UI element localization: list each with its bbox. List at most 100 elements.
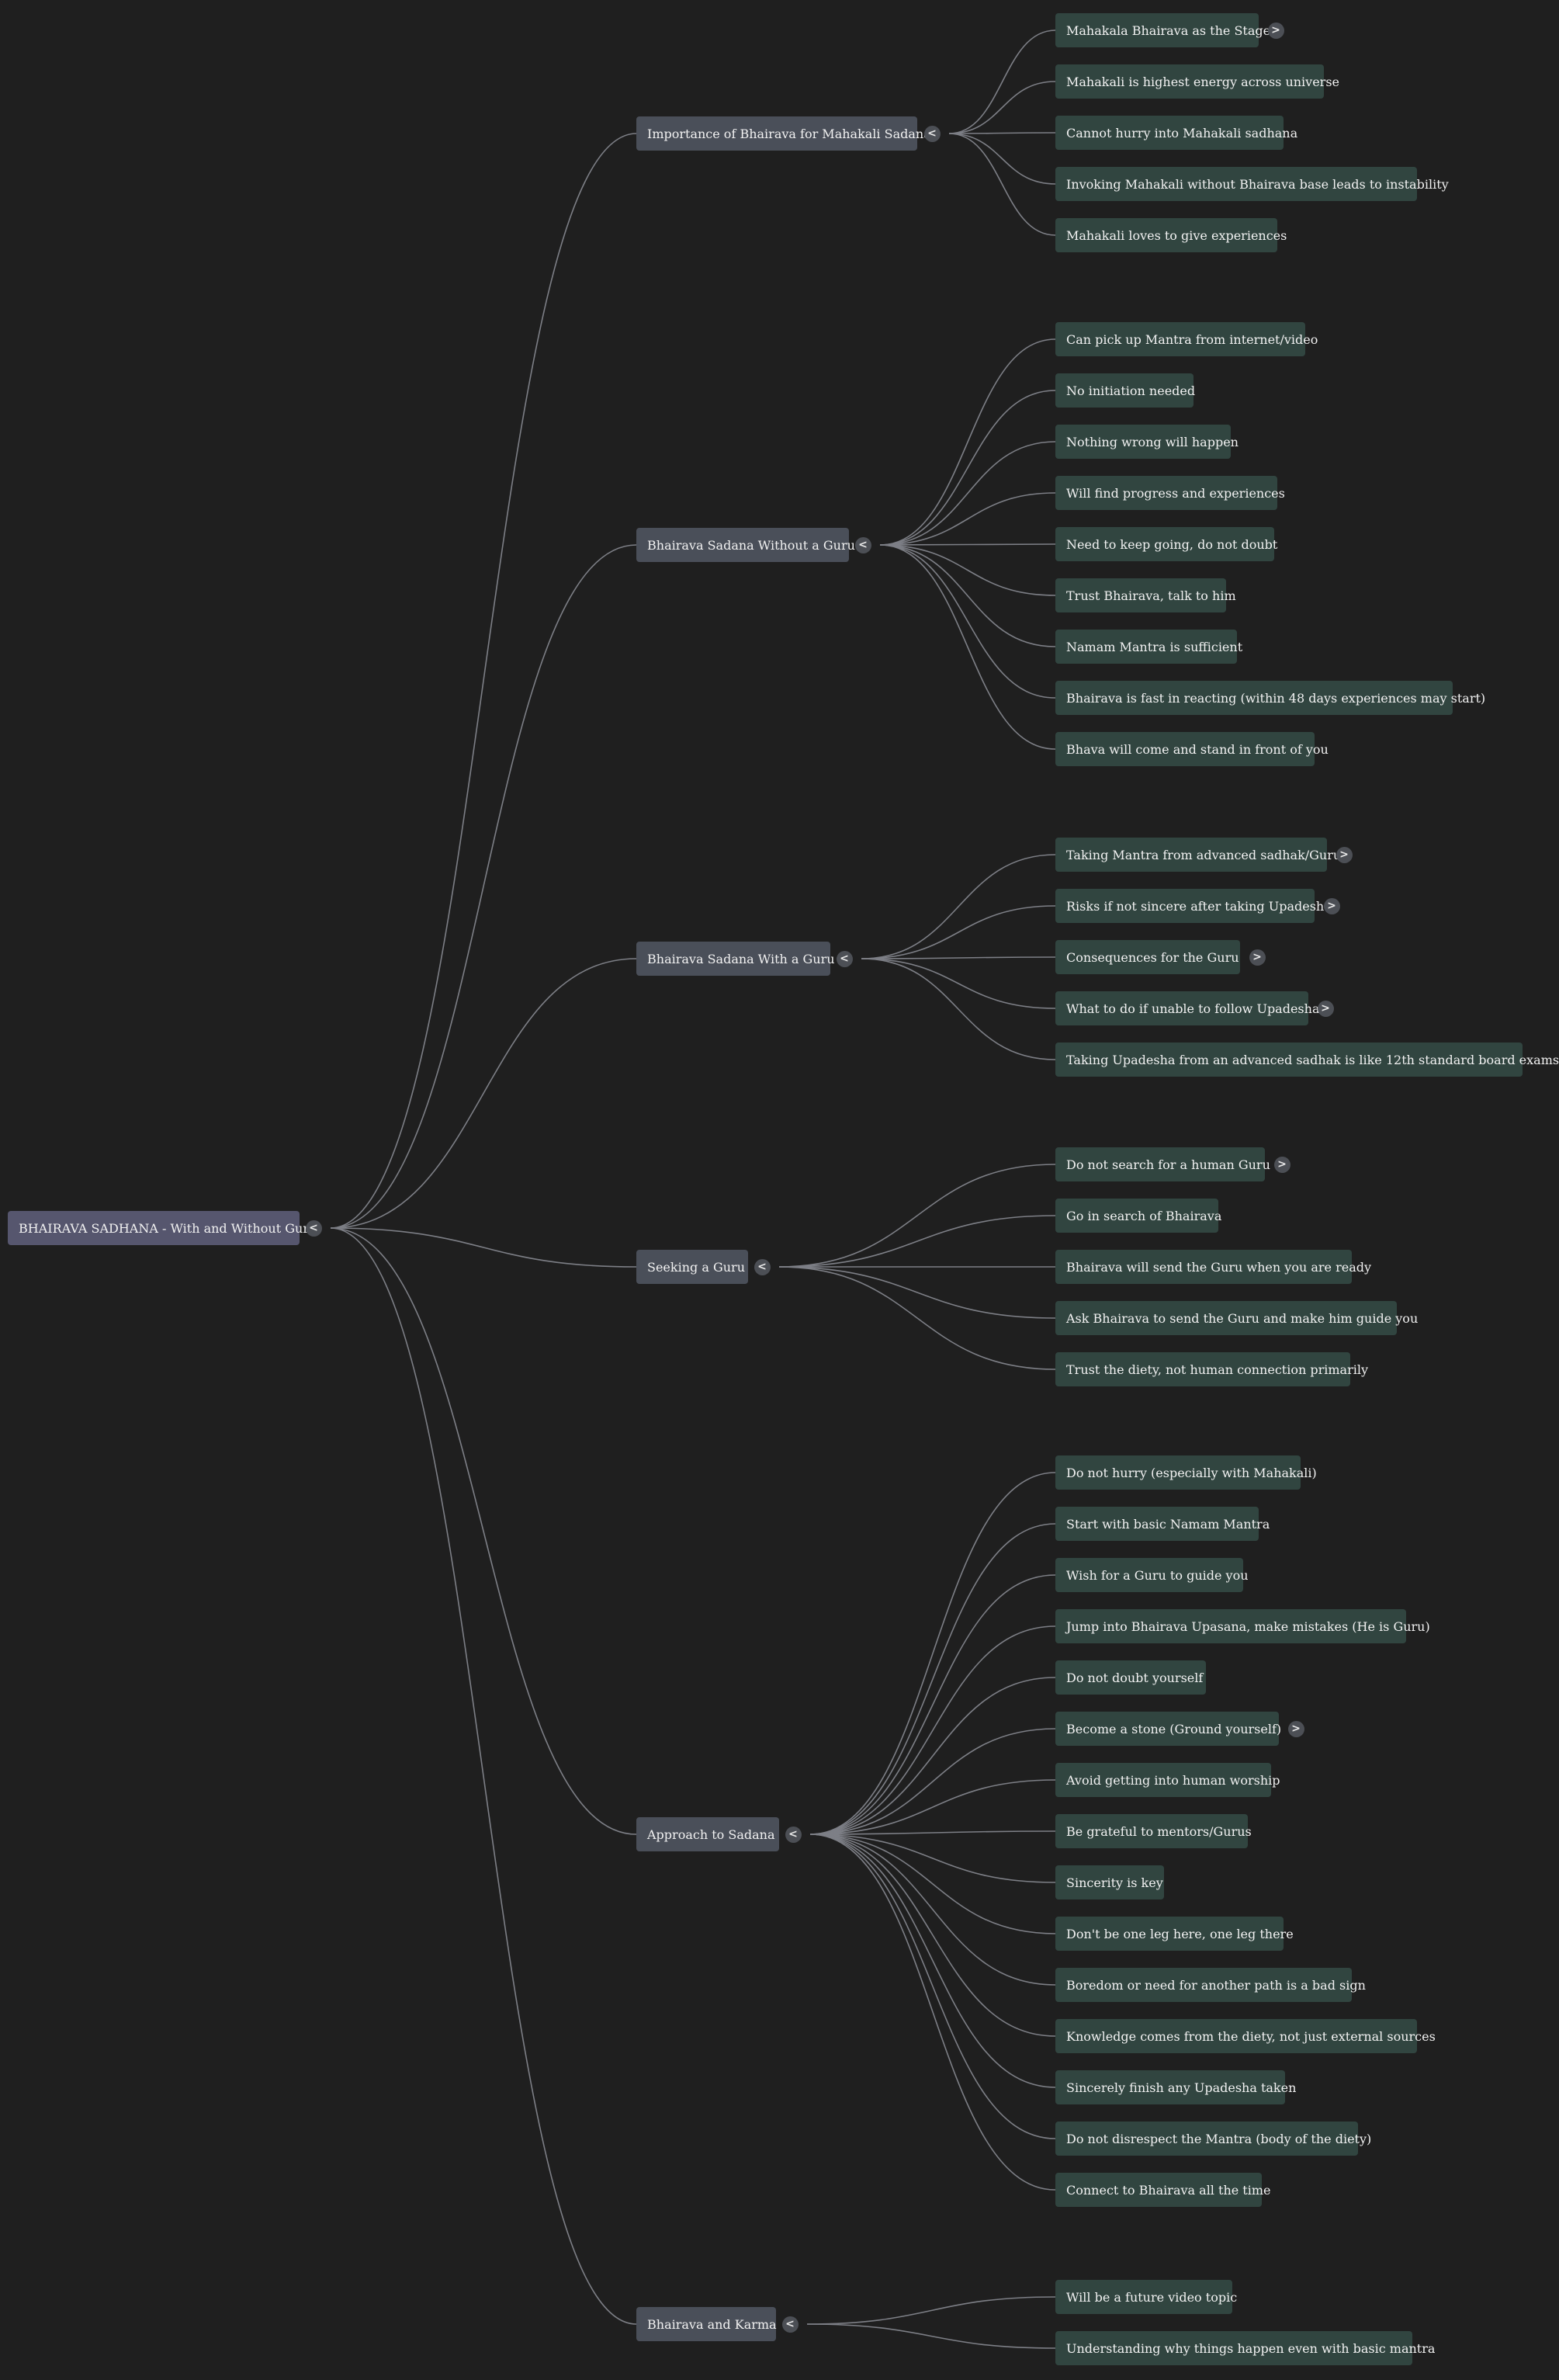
leaf-node-consequences-for-the-guru[interactable]: Consequences for the Guru	[1055, 940, 1240, 974]
node-label: Invoking Mahakali without Bhairava base …	[1066, 176, 1449, 192]
connector-line	[861, 958, 1056, 1009]
connector-line	[330, 133, 637, 1229]
connector-line	[879, 441, 1056, 546]
branch-node-bhairava-sadana-with-a-guru[interactable]: Bhairava Sadana With a Guru	[636, 942, 835, 976]
connector-line	[809, 1830, 1056, 1835]
leaf-node-go-in-search-of-bhairava[interactable]: Go in search of Bhairava	[1055, 1199, 1222, 1233]
collapse-toggle-icon[interactable]: <	[785, 1826, 802, 1843]
node-label: Do not search for a human Guru	[1066, 1157, 1270, 1172]
connector-line	[809, 1472, 1056, 1835]
leaf-node-taking-upadesha-from-an-advanced-sadhak-is-like-[interactable]: Taking Upadesha from an advanced sadhak …	[1055, 1043, 1559, 1077]
leaf-node-wish-for-a-guru-to-guide-you[interactable]: Wish for a Guru to guide you	[1055, 1558, 1249, 1592]
branch-node-bhairava-sadana-without-a-guru[interactable]: Bhairava Sadana Without a Guru	[636, 528, 855, 562]
leaf-node-namam-mantra-is-sufficient[interactable]: Namam Mantra is sufficient	[1055, 630, 1242, 664]
node-label: What to do if unable to follow Upadesha	[1066, 1001, 1320, 1016]
leaf-node-need-to-keep-going-do-not-doubt[interactable]: Need to keep going, do not doubt	[1055, 527, 1277, 561]
leaf-node-sincerely-finish-any-upadesha-taken[interactable]: Sincerely finish any Upadesha taken	[1055, 2070, 1296, 2104]
leaf-node-bhairava-is-fast-in-reacting-within-48-days-expe[interactable]: Bhairava is fast in reacting (within 48 …	[1055, 681, 1485, 715]
connector-line	[809, 1625, 1056, 1835]
leaf-node-boredom-or-need-for-another-path-is-a-bad-sign[interactable]: Boredom or need for another path is a ba…	[1055, 1968, 1366, 2002]
branch-node-bhairava-and-karma[interactable]: Bhairava and Karma	[636, 2307, 777, 2341]
leaf-node-sincerity-is-key[interactable]: Sincerity is key	[1055, 1865, 1164, 1899]
leaf-node-will-be-a-future-video-topic[interactable]: Will be a future video topic	[1055, 2280, 1237, 2314]
node-label: Boredom or need for another path is a ba…	[1066, 1977, 1366, 1993]
leaf-node-no-initiation-needed[interactable]: No initiation needed	[1055, 373, 1195, 408]
collapse-toggle-icon[interactable]: <	[781, 2316, 799, 2333]
node-label: Wish for a Guru to guide you	[1066, 1567, 1249, 1583]
leaf-node-can-pick-up-mantra-from-internet-video[interactable]: Can pick up Mantra from internet/video	[1055, 322, 1318, 356]
leaf-node-mahakali-is-highest-energy-across-universe[interactable]: Mahakali is highest energy across univer…	[1055, 64, 1339, 99]
leaf-node-what-to-do-if-unable-to-follow-upadesha[interactable]: What to do if unable to follow Upadesha	[1055, 991, 1319, 1025]
leaf-node-become-a-stone-ground-yourself[interactable]: Become a stone (Ground yourself)	[1055, 1712, 1281, 1746]
leaf-node-knowledge-comes-from-the-diety-not-just-external[interactable]: Knowledge comes from the diety, not just…	[1055, 2019, 1436, 2053]
leaf-node-ask-bhairava-to-send-the-guru-and-make-him-guide[interactable]: Ask Bhairava to send the Guru and make h…	[1055, 1301, 1418, 1335]
connector-line	[330, 1227, 637, 1835]
expand-toggle-icon[interactable]: >	[1287, 1720, 1304, 1737]
connector-line	[778, 1266, 1056, 1319]
leaf-node-connect-to-bhairava-all-the-time[interactable]: Connect to Bhairava all the time	[1055, 2173, 1270, 2207]
leaf-node-avoid-getting-into-human-worship[interactable]: Avoid getting into human worship	[1055, 1763, 1280, 1797]
branch-node-approach-to-sadana[interactable]: Approach to Sadana	[636, 1817, 779, 1851]
node-label: Do not doubt yourself	[1066, 1670, 1204, 1685]
node-label: Bhairava and Karma	[647, 2316, 777, 2332]
leaf-node-do-not-doubt-yourself[interactable]: Do not doubt yourself	[1055, 1660, 1206, 1695]
leaf-node-do-not-disrespect-the-mantra-body-of-the-diety[interactable]: Do not disrespect the Mantra (body of th…	[1055, 2122, 1371, 2156]
connector-line	[879, 492, 1056, 546]
node-label: Trust the diety, not human connection pr…	[1066, 1362, 1368, 1377]
leaf-node-do-not-search-for-a-human-guru[interactable]: Do not search for a human Guru	[1055, 1147, 1270, 1181]
leaf-node-trust-bhairava-talk-to-him[interactable]: Trust Bhairava, talk to him	[1055, 578, 1236, 612]
connector-line	[879, 390, 1056, 546]
leaf-node-jump-into-bhairava-upasana-make-mistakes-he-is-g[interactable]: Jump into Bhairava Upasana, make mistake…	[1055, 1609, 1430, 1643]
expand-toggle-icon[interactable]: >	[1267, 22, 1284, 39]
leaf-node-be-grateful-to-mentors-gurus[interactable]: Be grateful to mentors/Gurus	[1055, 1814, 1252, 1848]
node-label: Importance of Bhairava for Mahakali Sada…	[647, 126, 931, 141]
collapse-toggle-icon[interactable]: <	[836, 950, 853, 967]
leaf-node-invoking-mahakali-without-bhairava-base-leads-to[interactable]: Invoking Mahakali without Bhairava base …	[1055, 167, 1449, 201]
collapse-toggle-icon[interactable]: <	[923, 125, 941, 142]
expand-toggle-icon[interactable]: >	[1323, 897, 1340, 914]
expand-toggle-icon[interactable]: >	[1336, 846, 1353, 863]
leaf-node-bhairava-will-send-the-guru-when-you-are-ready[interactable]: Bhairava will send the Guru when you are…	[1055, 1250, 1371, 1284]
expand-toggle-icon[interactable]: >	[1317, 1000, 1334, 1017]
connector-line	[778, 1164, 1056, 1268]
expand-toggle-icon[interactable]: >	[1273, 1156, 1291, 1173]
leaf-node-do-not-hurry-especially-with-mahakali[interactable]: Do not hurry (especially with Mahakali)	[1055, 1455, 1317, 1490]
collapse-toggle-icon[interactable]: <	[854, 536, 871, 553]
connector-line	[879, 544, 1056, 647]
leaf-node-taking-mantra-from-advanced-sadhak-guru[interactable]: Taking Mantra from advanced sadhak/Guru	[1055, 838, 1341, 872]
leaf-node-bhava-will-come-and-stand-in-front-of-you[interactable]: Bhava will come and stand in front of yo…	[1055, 732, 1329, 766]
node-label: Bhairava Sadana With a Guru	[647, 951, 835, 966]
node-label: Start with basic Namam Mantra	[1066, 1516, 1270, 1532]
collapse-toggle-icon[interactable]: <	[305, 1219, 322, 1237]
leaf-node-risks-if-not-sincere-after-taking-upadesha[interactable]: Risks if not sincere after taking Upades…	[1055, 889, 1332, 923]
leaf-node-mahakali-loves-to-give-experiences[interactable]: Mahakali loves to give experiences	[1055, 218, 1287, 252]
node-label: Mahakali is highest energy across univer…	[1066, 74, 1340, 89]
leaf-node-understanding-why-things-happen-even-with-basic-[interactable]: Understanding why things happen even wit…	[1055, 2331, 1435, 2365]
branch-node-importance-of-bhairava-for-mahakali-sadana[interactable]: Importance of Bhairava for Mahakali Sada…	[636, 116, 931, 151]
node-label: Do not hurry (especially with Mahakali)	[1066, 1465, 1317, 1480]
leaf-node-nothing-wrong-will-happen[interactable]: Nothing wrong will happen	[1055, 425, 1239, 459]
expand-toggle-icon[interactable]: >	[1249, 949, 1266, 966]
node-label: Can pick up Mantra from internet/video	[1066, 331, 1318, 347]
node-label: Bhairava will send the Guru when you are…	[1066, 1259, 1372, 1275]
leaf-node-cannot-hurry-into-mahakali-sadhana[interactable]: Cannot hurry into Mahakali sadhana	[1055, 116, 1297, 150]
node-label: Seeking a Guru	[647, 1259, 746, 1275]
leaf-node-will-find-progress-and-experiences[interactable]: Will find progress and experiences	[1055, 476, 1285, 510]
node-label: Mahakala Bhairava as the Stage	[1066, 23, 1271, 38]
connector-line	[778, 1266, 1056, 1370]
leaf-node-trust-the-diety-not-human-connection-primarily[interactable]: Trust the diety, not human connection pr…	[1055, 1352, 1368, 1386]
node-label: Will be a future video topic	[1066, 2289, 1238, 2305]
collapse-toggle-icon[interactable]: <	[754, 1258, 771, 1275]
node-label: Consequences for the Guru	[1066, 949, 1239, 965]
leaf-node-start-with-basic-namam-mantra[interactable]: Start with basic Namam Mantra	[1055, 1507, 1270, 1541]
connector-line	[948, 29, 1056, 134]
root-node[interactable]: BHAIRAVA SADHANA - With and Without Guru	[8, 1211, 317, 1245]
leaf-node-mahakala-bhairava-as-the-stage[interactable]: Mahakala Bhairava as the Stage	[1055, 13, 1270, 47]
node-label: Will find progress and experiences	[1066, 485, 1285, 501]
node-label: Approach to Sadana	[647, 1827, 775, 1842]
leaf-node-don-t-be-one-leg-here-one-leg-there[interactable]: Don't be one leg here, one leg there	[1055, 1917, 1294, 1951]
branch-node-seeking-a-guru[interactable]: Seeking a Guru	[636, 1250, 748, 1284]
node-label: Go in search of Bhairava	[1066, 1208, 1222, 1223]
node-label: Trust Bhairava, talk to him	[1066, 588, 1236, 603]
node-label: Bhairava is fast in reacting (within 48 …	[1066, 690, 1486, 706]
